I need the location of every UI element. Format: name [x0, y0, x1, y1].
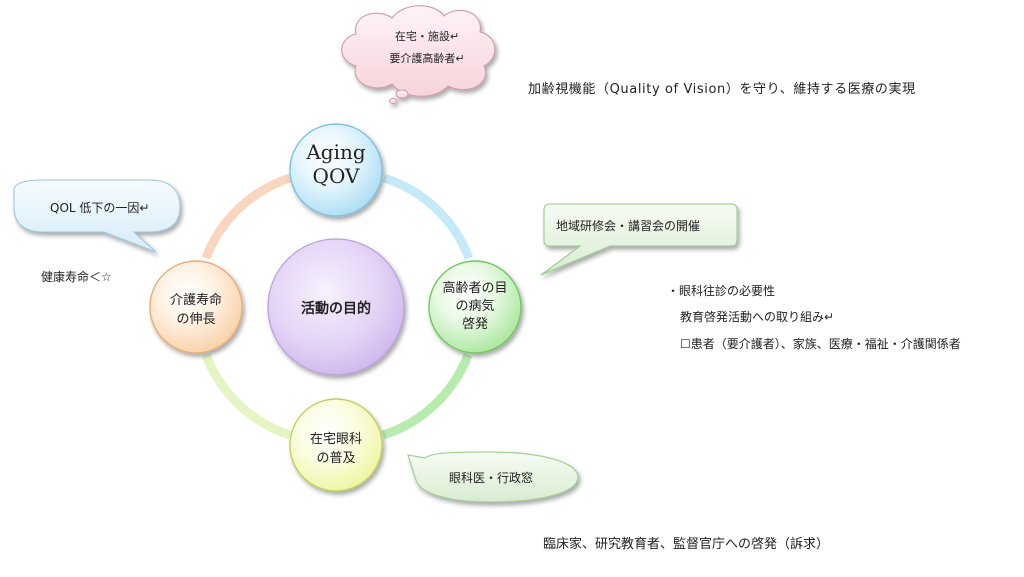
cloud-line-2: 要介護高齢者↵ — [389, 52, 465, 65]
qol-text: QOL 低下の一因↵ — [50, 201, 150, 215]
doctors-text: 眼科医・行政窓 — [449, 471, 534, 485]
ring-arc-top-right — [382, 173, 474, 260]
annotation-home-visit-2: 教育啓発活動への取り組み↵ — [680, 310, 835, 324]
node-left-circle — [149, 260, 243, 354]
node-left-line-1: 介護寿命 — [169, 293, 222, 308]
cloud-text: 在宅・施設↵ 要介護高齢者↵ — [372, 26, 482, 70]
center-circle — [267, 238, 405, 376]
annotation-bottom: 臨床家、研究教育者、監督官庁への啓発（訴求） — [543, 537, 830, 552]
node-right-label: 高齢者の目 の病気 啓発 — [429, 280, 521, 334]
cloud-callout — [341, 5, 496, 104]
node-top-label: Aging QOV — [290, 140, 382, 188]
node-right-line-2: の病気 — [455, 299, 495, 314]
qol-bubble — [13, 179, 181, 253]
node-top-circle — [289, 123, 383, 217]
annotation-healthy-life: 健康寿命＜☆ — [41, 270, 112, 284]
node-bottom-line-2: の普及 — [316, 451, 356, 466]
ring-arc-left-top — [201, 173, 292, 260]
doctors-bubble — [407, 451, 579, 503]
node-right-line-1: 高齢者の目 — [442, 281, 508, 296]
node-right-line-3: 啓発 — [461, 317, 488, 332]
annotation-top-right: 加齢視機能（Quality of Vision）を守り、維持する医療の実現 — [528, 82, 916, 97]
node-top-line-2: QOV — [312, 164, 360, 188]
node-left-line-2: の伸長 — [176, 312, 216, 327]
cloud-line-1: 在宅・施設↵ — [394, 30, 460, 43]
annotation-home-visit-1: ・眼科往診の必要性 — [667, 284, 776, 298]
node-bottom-circle — [289, 398, 383, 492]
ring-arc-right-bottom — [381, 353, 473, 440]
node-top-line-1: Aging — [306, 140, 366, 164]
annotation-home-visit-3: ☐患者（要介護者）、家族、医療・福祉・介護関係者 — [680, 337, 961, 351]
community-text: 地域研修会・講習会の開催 — [556, 219, 701, 233]
node-right-circle — [428, 260, 522, 354]
node-bottom-line-1: 在宅眼科 — [309, 432, 362, 447]
community-bubble — [540, 203, 738, 276]
ring-arc-bottom-left — [201, 353, 292, 440]
node-left-label: 介護寿命 の伸長 — [150, 291, 242, 329]
node-bottom-label: 在宅眼科 の普及 — [290, 430, 382, 468]
center-label: 活動の目的 — [301, 301, 371, 317]
cycle-ring — [201, 173, 474, 440]
